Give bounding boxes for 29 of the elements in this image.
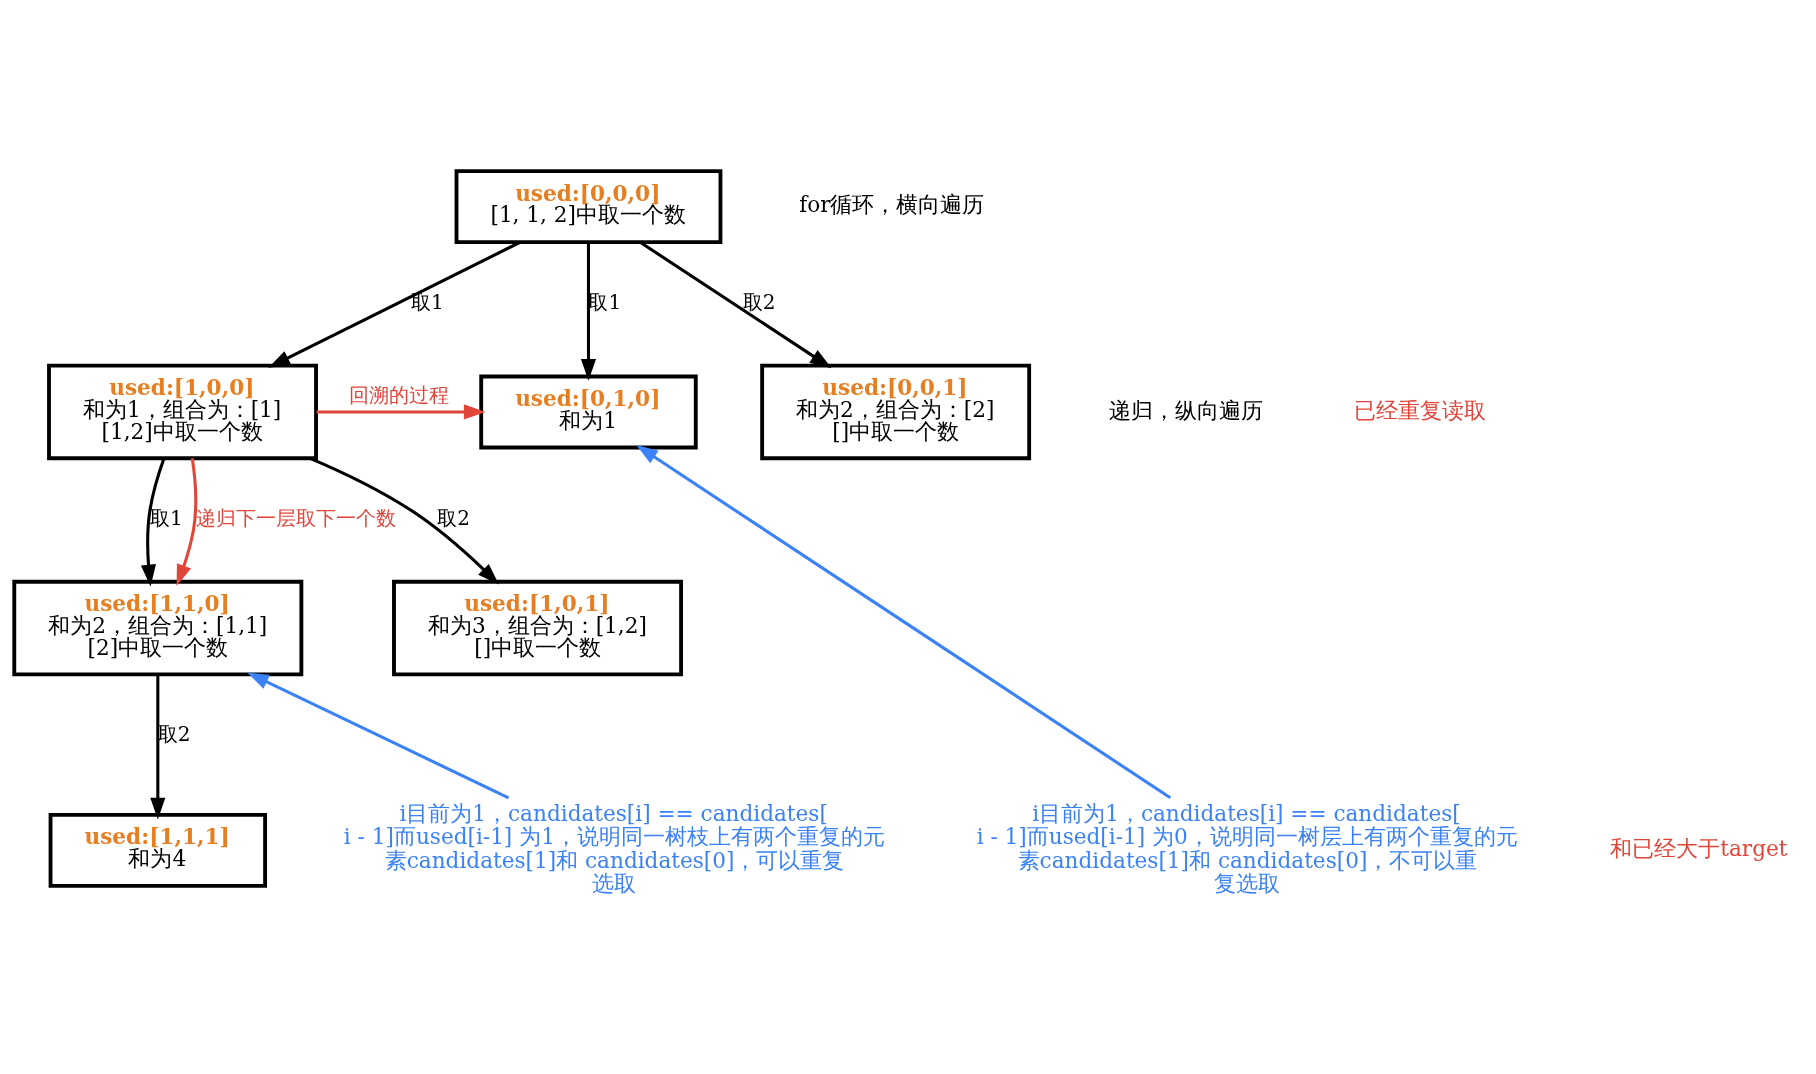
arrow [639, 241, 832, 369]
node-box: used:[1,1,1] 和为4 [48, 812, 268, 888]
edge-label: 回溯的过程 [349, 382, 450, 407]
arrow [247, 672, 510, 800]
node-text: i目前为1，candidates[i] == candidates[i - 1]而used[i-1] 为1，说明同一树枝上有两个重复的元素candidates[1]和 candidates[0]，可以重复选取 [343, 801, 885, 896]
label: for循环，横向遍历 [799, 192, 985, 218]
edge-label: 取1 [150, 506, 183, 531]
node-box: used:[1,0,1] 和为3，组合为：[1,2] []中取一个数 [392, 579, 684, 677]
arrow [580, 242, 597, 381]
label: 和已经大于target [1610, 836, 1788, 862]
arrow [176, 458, 198, 587]
node-box: used:[0,1,0] 和为1 [479, 374, 698, 450]
edge-label: 递归下一层取下一个数 [196, 506, 397, 531]
label: 递归，纵向遍历 [1108, 397, 1263, 423]
edge-label: 取2 [157, 722, 191, 747]
node-box: used:[0,0,1] 和为2，组合为：[2] []中取一个数 [760, 363, 1032, 461]
node-box: used:[1,0,0] 和为1，组合为：[1] [1,2]中取一个数 [47, 363, 318, 461]
arrow [636, 445, 1172, 800]
arrow [316, 404, 486, 420]
arrow [140, 457, 166, 587]
node-box: used:[0,0,0] [1, 1, 2]中取一个数 [454, 169, 723, 245]
arrow [150, 674, 166, 820]
label: 已经重复读取 [1354, 397, 1487, 423]
node-text: i目前为1，candidates[i] == candidates[i - 1]而used[i-1] 为0，说明同一树层上有两个重复的元素candidates[1]和 candidates[0]，不可以重复选取 [976, 801, 1518, 896]
edge-label: 取2 [437, 506, 470, 531]
edge-label: 取2 [742, 290, 776, 315]
edge-label: 取1 [588, 290, 622, 315]
node-box: used:[1,1,0] 和为2，组合为：[1,1] [2]中取一个数 [12, 579, 304, 677]
arrow [268, 240, 521, 368]
